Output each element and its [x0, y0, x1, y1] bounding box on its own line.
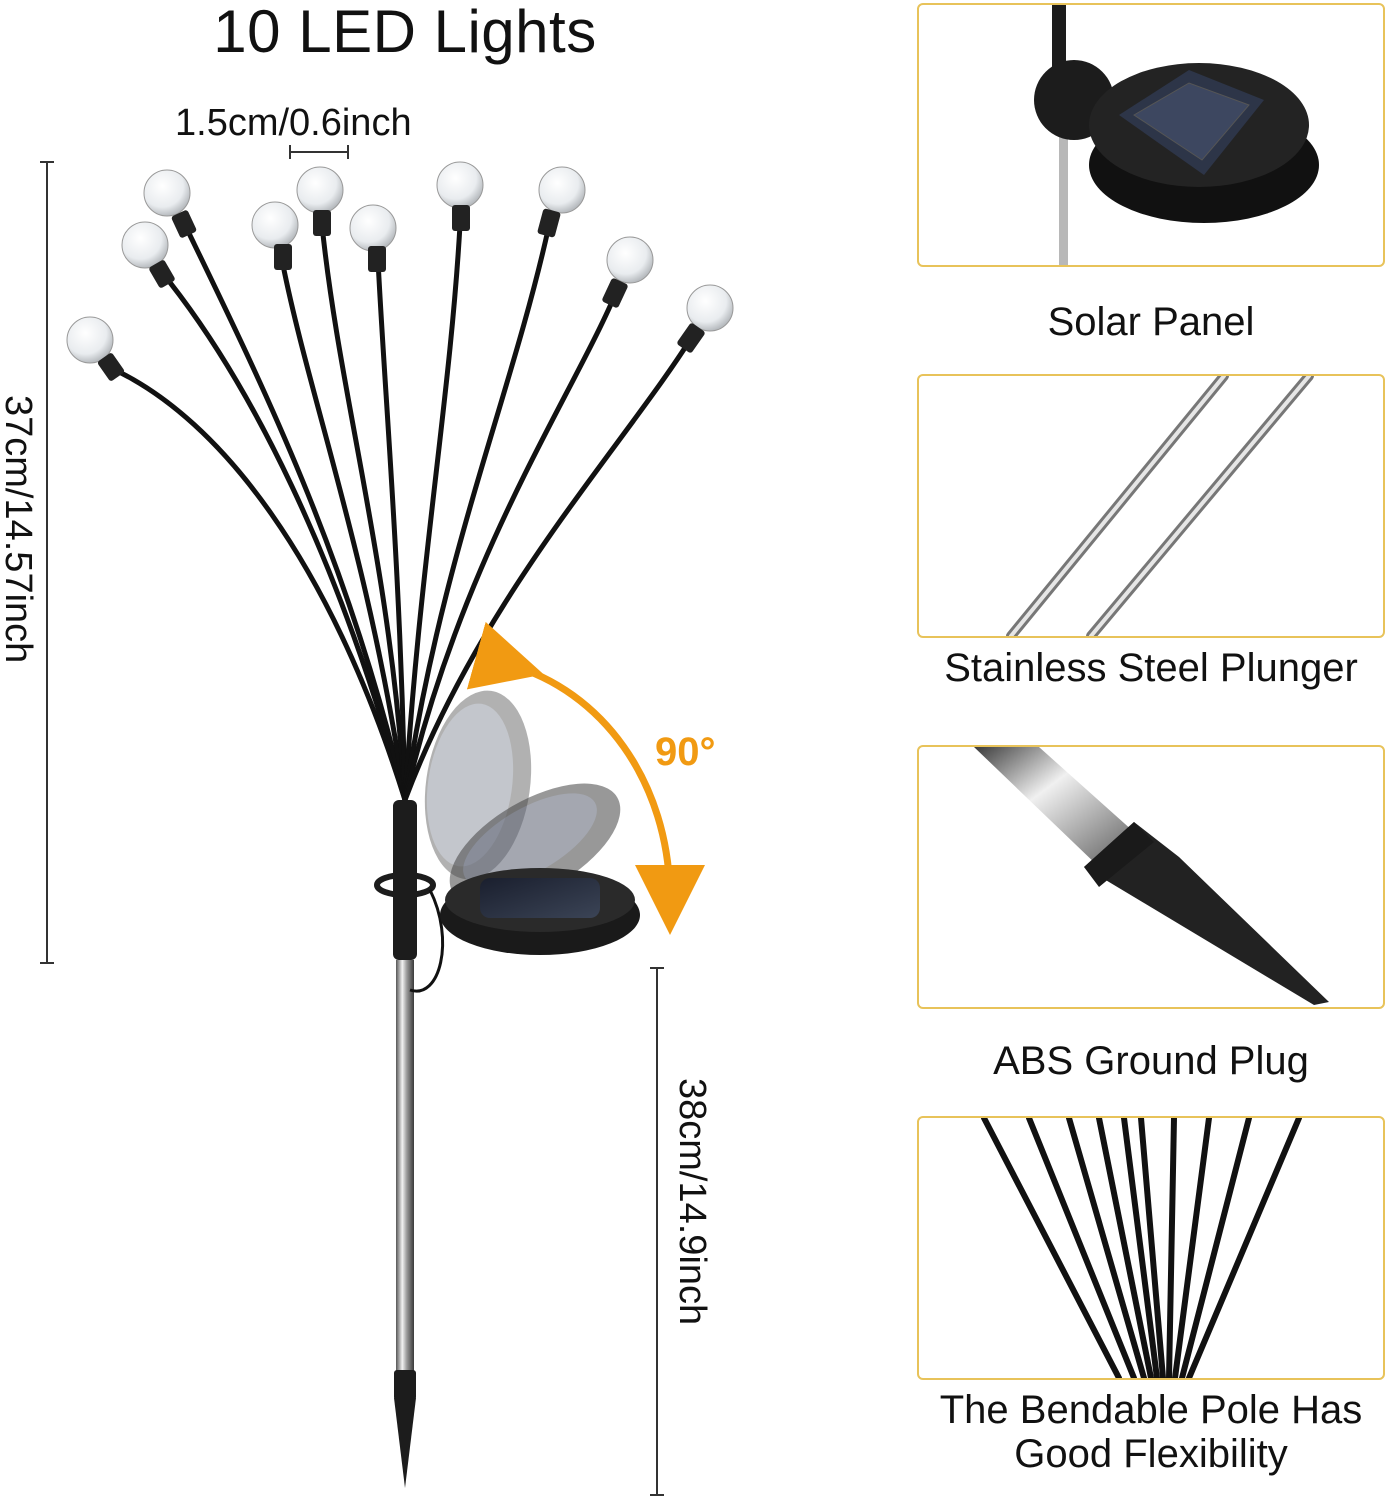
rotation-arrow	[466, 621, 705, 935]
feature-panel-plug	[917, 745, 1385, 1009]
led-bulb	[677, 284, 734, 353]
caption-steel-plunger: Stainless Steel Plunger	[944, 646, 1358, 690]
led-bulb	[296, 166, 344, 236]
holder-tube	[393, 800, 417, 960]
feature-panel-steel	[917, 374, 1385, 638]
caption-bendable-pole: The Bendable Pole Has Good Flexibility	[939, 1388, 1363, 1476]
led-bulbs	[66, 161, 734, 381]
steel-rods-closeup	[1006, 376, 1314, 636]
spacing-ruler	[289, 145, 349, 159]
led-bulb	[436, 161, 484, 231]
led-bulb	[602, 236, 654, 308]
product-illustration	[40, 145, 734, 1496]
solar-panel-closeup	[1034, 5, 1319, 265]
ground-spike	[394, 1398, 416, 1488]
ground-plug-closeup	[974, 747, 1329, 1005]
total-height-label: 37cm/14.57inch	[0, 395, 39, 664]
led-bulb	[349, 204, 397, 272]
steel-stake	[396, 960, 414, 1380]
solar-panel-flat	[440, 868, 640, 955]
led-bulb	[121, 221, 175, 288]
caption-ground-plug: ABS Ground Plug	[993, 1039, 1309, 1083]
height-ruler	[40, 161, 54, 964]
stake-height-label: 38cm/14.9inch	[671, 1078, 713, 1326]
led-bulb	[251, 201, 299, 270]
feature-panel-poles	[917, 1116, 1385, 1380]
page-title: 10 LED Lights	[213, 0, 597, 65]
bulb-spacing-label: 1.5cm/0.6inch	[175, 102, 412, 144]
led-bulb	[66, 316, 125, 381]
led-bulb	[143, 169, 197, 238]
led-wires	[112, 222, 693, 803]
feature-panel-solar	[917, 3, 1385, 267]
led-bulb	[537, 166, 586, 238]
bendable-poles-closeup	[981, 1118, 1302, 1378]
caption-solar-panel: Solar Panel	[1047, 300, 1255, 344]
stake-ruler	[650, 967, 664, 1496]
rotation-angle-label: 90°	[655, 730, 716, 774]
